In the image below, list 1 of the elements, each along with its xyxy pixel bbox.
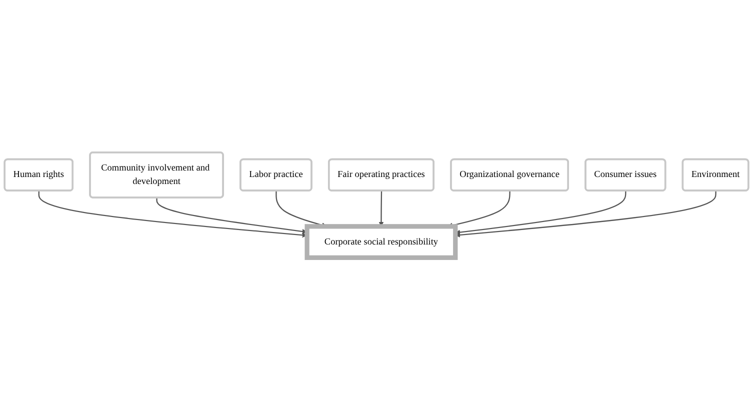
node-box: Corporate social responsibility xyxy=(304,224,458,260)
